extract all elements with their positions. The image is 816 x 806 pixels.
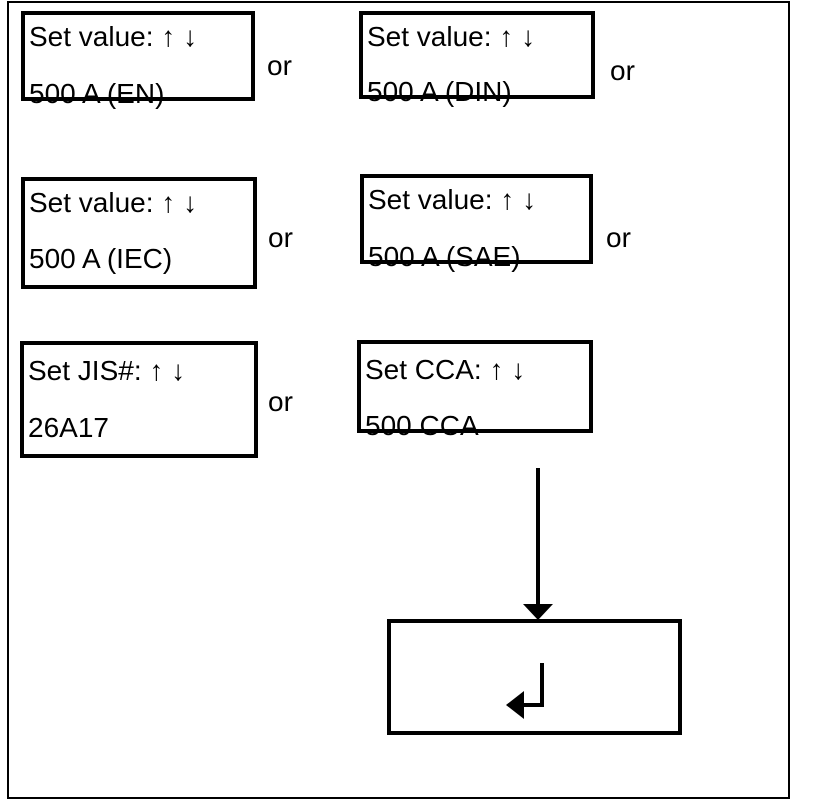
or-label: or [606,222,631,253]
display-line2: 500 A (EN) [29,78,165,109]
display-line2: 500 A (IEC) [29,243,173,274]
enter-action-box [387,619,682,735]
display-line2: 500 A (DIN) [367,76,512,107]
display-line1: Set value: ↑ ↓ [368,184,537,215]
flow-down-arrow-icon [523,468,553,620]
or-label: or [267,50,292,81]
display-line1: Set value: ↑ ↓ [29,187,198,218]
lcd-display-din: Set value: ↑ ↓ 500 A (DIN) [359,11,595,107]
lcd-display-iec: Set value: ↑ ↓ 500 A (IEC) [21,177,257,289]
display-line2: 500 CCA [365,410,479,441]
outer-frame [7,1,790,799]
or-label: or [268,222,293,253]
display-line1: Set value: ↑ ↓ [29,21,198,52]
display-line1: Set value: ↑ ↓ [367,21,536,52]
display-line1: Set JIS#: ↑ ↓ [28,355,186,386]
or-label: or [610,55,635,86]
lcd-display-en: Set value: ↑ ↓ 500 A (EN) [21,11,255,109]
display-line1: Set CCA: ↑ ↓ [365,354,526,385]
or-label: or [268,386,293,417]
lcd-display-jis: Set JIS#: ↑ ↓ 26A17 [20,341,258,458]
enter-arrow-icon [506,663,544,719]
lcd-display-cca: Set CCA: ↑ ↓ 500 CCA [357,340,593,441]
display-line2: 26A17 [28,412,109,443]
display-line2: 500 A (SAE) [368,241,521,272]
lcd-display-sae: Set value: ↑ ↓ 500 A (SAE) [360,174,593,272]
